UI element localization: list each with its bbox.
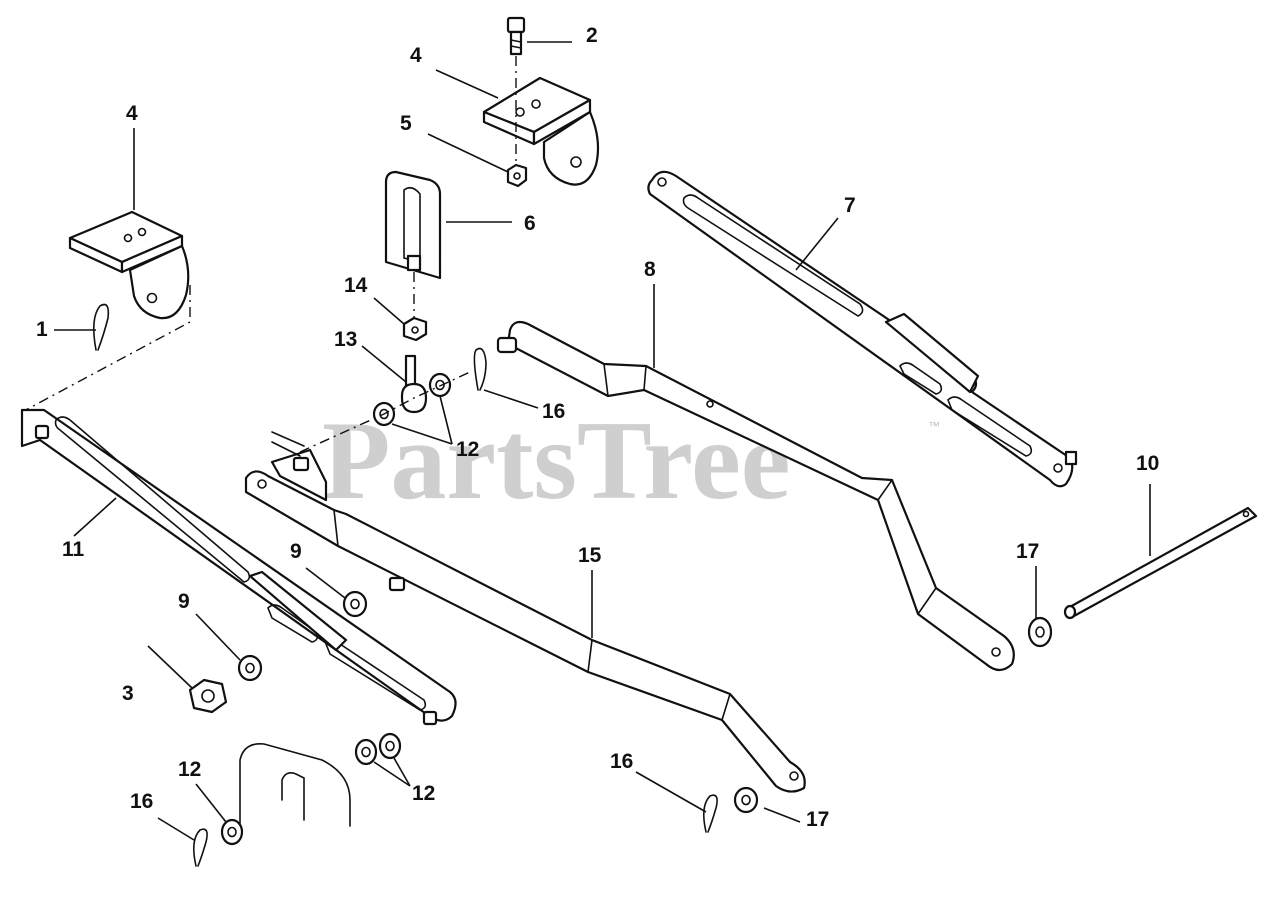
part-7-slotted-arm[interactable] bbox=[647, 170, 1078, 488]
part-12-washer-bottom-c[interactable] bbox=[220, 818, 244, 846]
part-9-washer-upper[interactable] bbox=[342, 590, 368, 618]
part-8-lift-arm[interactable] bbox=[496, 320, 1015, 672]
part-4-top-bracket[interactable] bbox=[482, 76, 600, 186]
assembly-line-left bbox=[21, 285, 191, 413]
callout-12-bottom-left: 12 bbox=[178, 758, 201, 781]
leader-lines bbox=[54, 41, 1151, 841]
part-5-nut[interactable] bbox=[506, 163, 528, 188]
part-15-lift-arm[interactable] bbox=[244, 431, 806, 793]
callout-16-bottom-left: 16 bbox=[130, 790, 153, 813]
part-1-hairpin[interactable] bbox=[92, 303, 110, 351]
callout-5: 5 bbox=[400, 112, 412, 135]
callout-2: 2 bbox=[586, 24, 598, 47]
callout-6: 6 bbox=[524, 212, 536, 235]
frame-outline-inner bbox=[281, 772, 305, 821]
part-13-eye-bolt[interactable] bbox=[400, 354, 428, 414]
callout-11: 11 bbox=[62, 538, 85, 561]
frame-outline bbox=[239, 743, 351, 827]
callout-17-right: 17 bbox=[1016, 540, 1039, 563]
part-12-washer-bottom-b[interactable] bbox=[378, 732, 402, 760]
part-10-rod[interactable] bbox=[1063, 506, 1258, 620]
part-6-slotted-plate[interactable] bbox=[384, 170, 442, 280]
callout-13: 13 bbox=[334, 328, 357, 351]
callout-4-top: 4 bbox=[410, 44, 422, 67]
callout-8: 8 bbox=[644, 258, 656, 281]
callout-10: 10 bbox=[1136, 452, 1159, 475]
part-17-washer-bottom[interactable] bbox=[733, 786, 759, 814]
part-12-washer-bottom-a[interactable] bbox=[354, 738, 378, 766]
callout-14: 14 bbox=[344, 274, 368, 297]
part-2-bolt[interactable] bbox=[506, 16, 526, 56]
part-4-left-bracket[interactable] bbox=[68, 210, 190, 320]
part-17-washer-right[interactable] bbox=[1027, 616, 1053, 648]
part-16-hairpin-middle[interactable] bbox=[473, 347, 487, 391]
callout-9-upper: 9 bbox=[290, 540, 302, 563]
callout-17-bottom: 17 bbox=[806, 808, 829, 831]
callout-12-bottom-right: 12 bbox=[412, 782, 435, 805]
part-3-hex-nut[interactable] bbox=[188, 678, 228, 714]
callout-16-bottom-middle: 16 bbox=[610, 750, 633, 773]
callout-12-middle: 12 bbox=[456, 438, 479, 461]
callout-15: 15 bbox=[578, 544, 602, 567]
callout-labels: 1 2 3 4 4 5 6 7 8 9 9 10 11 12 12 12 13 … bbox=[36, 24, 1159, 831]
part-14-nut[interactable] bbox=[402, 316, 428, 342]
assembly-line-middle bbox=[299, 371, 471, 453]
part-12-washer-middle-a[interactable] bbox=[428, 372, 452, 398]
part-11-slotted-arm[interactable] bbox=[20, 408, 457, 726]
callout-1: 1 bbox=[36, 318, 48, 341]
watermark-trademark: ™ bbox=[928, 419, 940, 433]
part-9-washer-lower[interactable] bbox=[237, 654, 263, 682]
callout-7: 7 bbox=[844, 194, 856, 217]
callout-9-lower: 9 bbox=[178, 590, 190, 613]
callout-16-middle: 16 bbox=[542, 400, 565, 423]
callout-4-left: 4 bbox=[126, 102, 138, 125]
part-16-hairpin-bottom-middle[interactable] bbox=[702, 794, 718, 833]
part-16-hairpin-bottom-left[interactable] bbox=[192, 828, 208, 867]
callout-3: 3 bbox=[122, 682, 134, 705]
